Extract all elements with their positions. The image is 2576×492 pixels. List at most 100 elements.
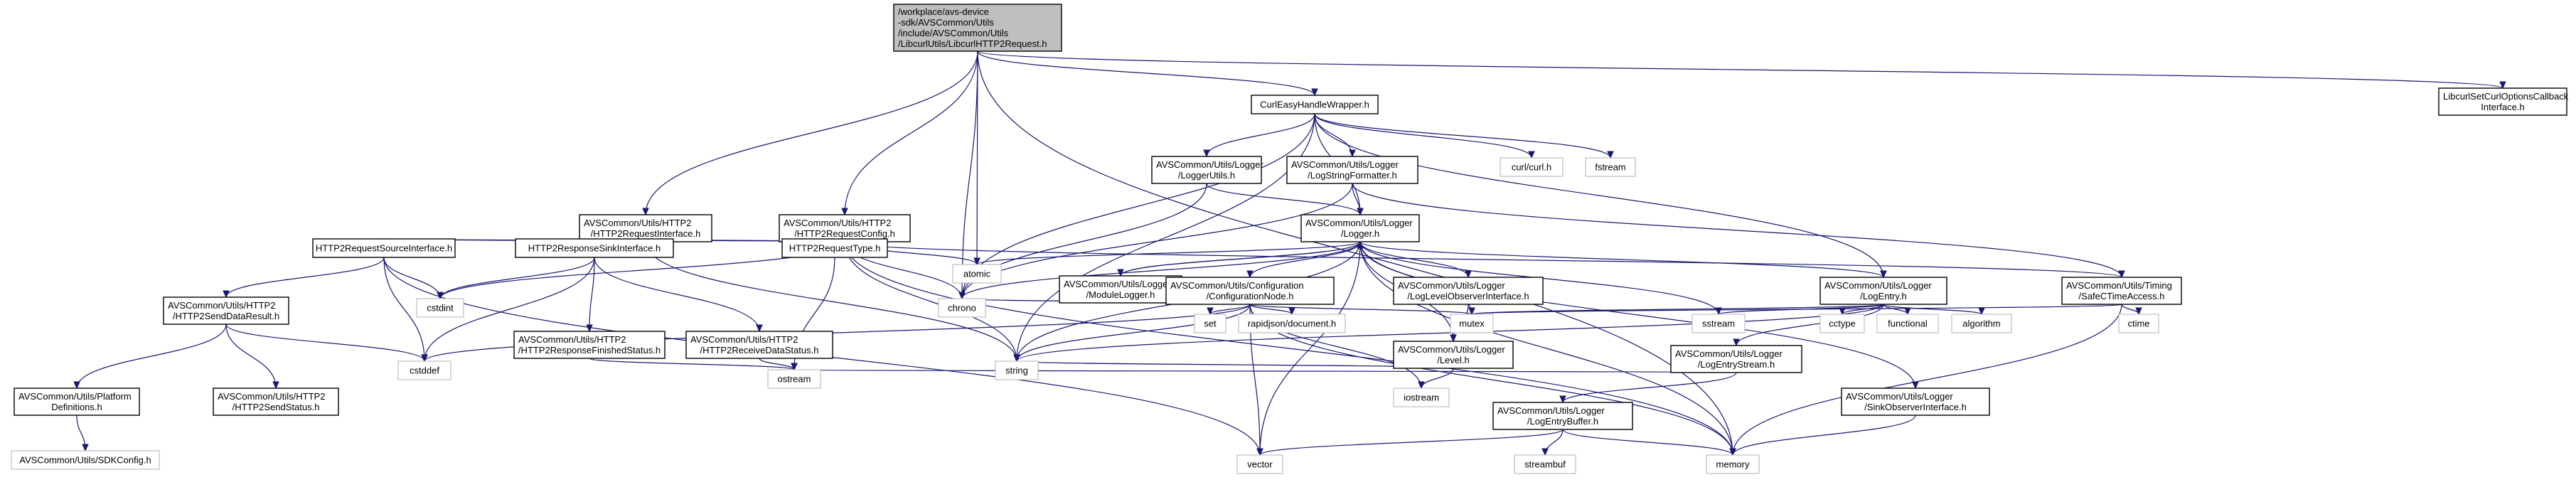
- arrowhead-root-to-curlEasy: [1311, 88, 1318, 97]
- edge-safeTime-to-memory: [1732, 304, 2122, 456]
- edge-reqConfig-to-safeTime: [844, 241, 2122, 278]
- node-logEntry-label-0: AVSCommon/Utils/Logger: [1824, 280, 1932, 291]
- node-logStringFmt[interactable]: AVSCommon/Utils/Logger/LogStringFormatte…: [1286, 156, 1418, 184]
- node-sendResult-box: [163, 296, 289, 325]
- node-logEntryStream-label-1: /LogEntryStream.h: [1698, 359, 1775, 370]
- node-moduleLogger-box: [1059, 275, 1182, 304]
- node-set-label-0: set: [1204, 319, 1217, 329]
- edge-logEntryBuffer-to-vector: [1259, 429, 1564, 456]
- node-cctype-box: [1819, 314, 1865, 333]
- arrowhead-logEntry-to-string: [1013, 354, 1020, 363]
- node-reqIface[interactable]: AVSCommon/Utils/HTTP2/HTTP2RequestInterf…: [579, 214, 712, 242]
- node-configNode-label-1: /ConfigurationNode.h: [1207, 291, 1294, 301]
- node-sendStatus-box: [213, 387, 339, 416]
- node-sinkIface-label-0: HTTP2ResponseSinkInterface.h: [528, 243, 661, 254]
- edge-respFinished-to-ostream: [589, 358, 795, 370]
- edge-logger-to-logEntry: [1359, 241, 1884, 278]
- node-sinkObs-label-0: AVSCommon/Utils/Logger: [1846, 391, 1953, 402]
- arrowhead-root-to-libcurlSet: [2499, 81, 2506, 90]
- node-root[interactable]: /workplace/avs-device-sdk/AVSCommon/Util…: [893, 4, 1062, 52]
- node-sdkConfig-label-0: AVSCommon/Utils/SDKConfig.h: [19, 455, 151, 466]
- arrowhead-sinkIface-to-respFinished: [586, 324, 593, 333]
- node-loggerUtils[interactable]: AVSCommon/Utils/Logger/LoggerUtils.h: [1151, 156, 1263, 184]
- node-sstream-box: [1691, 314, 1746, 333]
- node-cstddef-label-0: cstddef: [410, 365, 439, 376]
- node-configNode[interactable]: AVSCommon/Utils/Configuration/Configurat…: [1165, 277, 1335, 305]
- node-srcIface[interactable]: HTTP2RequestSourceInterface.h: [312, 238, 456, 258]
- node-logEntryStream[interactable]: AVSCommon/Utils/Logger/LogEntryStream.h: [1670, 345, 1802, 373]
- edge-reqConfig-to-memory: [844, 241, 1733, 456]
- node-recvStatus[interactable]: AVSCommon/Utils/HTTP2/HTTP2ReceiveDataSt…: [685, 331, 833, 359]
- node-levelObs[interactable]: AVSCommon/Utils/Logger/LogLevelObserverI…: [1393, 277, 1544, 305]
- node-safeTime-label-0: AVSCommon/Utils/Timing: [2066, 280, 2172, 291]
- edge-logger-to-levelObs: [1359, 241, 1469, 278]
- arrowhead-configNode-to-rapidjson: [1288, 307, 1295, 316]
- node-levelObs-box: [1393, 277, 1544, 305]
- node-streambuf-label-0: streambuf: [1524, 459, 1566, 470]
- edge-sendResult-to-platform: [76, 323, 227, 389]
- node-streambuf-box: [1514, 454, 1576, 474]
- node-logEntryBuffer[interactable]: AVSCommon/Utils/Logger/LogEntryBuffer.h: [1492, 402, 1633, 430]
- node-safeTime-box: [2061, 277, 2182, 305]
- edge-curlEasy-to-logEntry: [1314, 113, 1884, 278]
- node-curlEasy[interactable]: CurlEasyHandleWrapper.h: [1251, 95, 1379, 114]
- node-moduleLogger[interactable]: AVSCommon/Utils/Logger/ModuleLogger.h: [1059, 275, 1182, 304]
- node-respFinished-label-0: AVSCommon/Utils/HTTP2: [518, 334, 626, 345]
- arrowhead-logEntry-to-sstream: [1715, 307, 1722, 316]
- node-root-label-0: /workplace/avs-device: [898, 6, 989, 17]
- node-logEntry-label-1: /LogEntry.h: [1860, 291, 1907, 301]
- edge-sinkIface-to-recvStatus: [594, 257, 760, 332]
- node-mutex: mutex: [1450, 314, 1494, 333]
- node-reqIface-label-0: AVSCommon/Utils/HTTP2: [584, 218, 691, 228]
- arrowhead-logStringFmt-to-safeTime: [2118, 270, 2125, 279]
- node-levelObs-label-1: /LogLevelObserverInterface.h: [1407, 291, 1529, 301]
- node-chrono-label-0: chrono: [948, 303, 976, 314]
- edge-root-to-curlEasy: [977, 50, 1315, 96]
- node-moduleLogger-label-1: /ModuleLogger.h: [1086, 289, 1155, 300]
- node-logger-label-1: /Logger.h: [1341, 228, 1379, 239]
- node-sinkIface-box: [515, 238, 674, 258]
- edge-sendResult-to-sendStatus: [225, 323, 277, 389]
- node-reqType[interactable]: HTTP2RequestType.h: [781, 238, 888, 258]
- edge-reqIface-to-string: [645, 241, 1017, 362]
- edge-curlEasy-to-fstream: [1314, 113, 1611, 159]
- node-logger[interactable]: AVSCommon/Utils/Logger/Logger.h: [1300, 214, 1420, 242]
- node-sendStatus-label-1: /HTTP2SendStatus.h: [233, 402, 320, 412]
- node-algorithm: algorithm: [1951, 314, 2012, 333]
- node-loggerUtils-label-0: AVSCommon/Utils/Logger: [1156, 159, 1263, 170]
- node-sendStatus[interactable]: AVSCommon/Utils/HTTP2/HTTP2SendStatus.h: [213, 387, 339, 416]
- arrowhead-sendResult-to-sendStatus: [272, 381, 279, 390]
- node-level[interactable]: AVSCommon/Utils/Logger/Level.h: [1393, 341, 1514, 369]
- node-recvStatus-label-0: AVSCommon/Utils/HTTP2: [690, 334, 798, 345]
- edge-configNode-to-mutex: [1249, 304, 1473, 315]
- node-cstddef: cstddef: [397, 360, 451, 380]
- arrowhead-srcIface-to-sendResult: [223, 290, 230, 299]
- node-set: set: [1194, 314, 1226, 333]
- node-string-box: [995, 360, 1039, 380]
- node-reqConfig-label-1: /HTTP2RequestConfig.h: [794, 228, 895, 239]
- node-respFinished-label-1: /HTTP2ResponseFinishedStatus.h: [518, 345, 661, 355]
- node-safeTime-label-1: /SafeCTimeAccess.h: [2079, 291, 2165, 301]
- node-logEntry[interactable]: AVSCommon/Utils/Logger/LogEntry.h: [1819, 277, 1947, 305]
- node-sinkIface[interactable]: HTTP2ResponseSinkInterface.h: [515, 238, 674, 258]
- arrowhead-logger-to-levelObs: [1465, 270, 1472, 279]
- node-sstream: sstream: [1691, 314, 1746, 333]
- edge-logEntry-to-algorithm: [1883, 304, 1982, 315]
- node-logEntryStream-box: [1670, 345, 1802, 373]
- arrowhead-configNode-to-set: [1207, 307, 1214, 316]
- node-respFinished[interactable]: AVSCommon/Utils/HTTP2/HTTP2ResponseFinis…: [513, 331, 666, 359]
- node-sinkObs[interactable]: AVSCommon/Utils/Logger/SinkObserverInter…: [1841, 387, 1990, 416]
- node-ctime-box: [2118, 314, 2159, 333]
- node-safeTime[interactable]: AVSCommon/Utils/Timing/SafeCTimeAccess.h: [2061, 277, 2182, 305]
- nodes: /workplace/avs-device-sdk/AVSCommon/Util…: [11, 4, 2569, 474]
- node-iostream-box: [1393, 387, 1450, 407]
- node-reqConfig[interactable]: AVSCommon/Utils/HTTP2/HTTP2RequestConfig…: [779, 214, 911, 242]
- arrowhead-curlEasy-to-loggerUtils: [1203, 149, 1210, 158]
- edge-logger-to-atomic: [976, 241, 1361, 265]
- node-logEntryBuffer-label-1: /LogEntryBuffer.h: [1527, 416, 1598, 427]
- edge-loggerUtils-to-logger: [1206, 183, 1361, 215]
- node-sendResult[interactable]: AVSCommon/Utils/HTTP2/HTTP2SendDataResul…: [163, 296, 289, 325]
- node-reqConfig-label-0: AVSCommon/Utils/HTTP2: [784, 218, 891, 228]
